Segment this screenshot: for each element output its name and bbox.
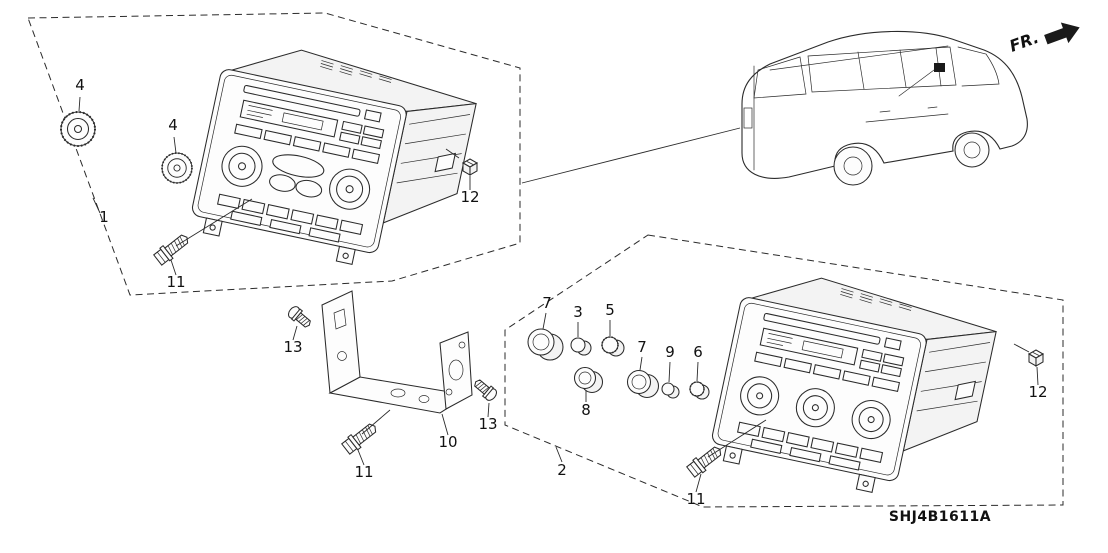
fr-direction-indicator: FR. (1007, 22, 1080, 56)
radio-location-marker (934, 63, 945, 72)
callout-11-a: 11 (166, 273, 185, 291)
button-part-6 (689, 381, 710, 400)
vehicle-leader-line (521, 127, 741, 184)
mounting-bracket-part-10 (321, 290, 473, 414)
fr-arrow-icon (1044, 22, 1080, 45)
vehicle-illustration (741, 30, 1028, 186)
button-part-7-a (527, 328, 564, 361)
callout-10: 10 (438, 433, 457, 451)
callout-4-b: 4 (168, 116, 178, 134)
diagram-code: SHJ4B1611A (889, 509, 991, 525)
callout-7-b: 7 (637, 338, 647, 356)
button-part-5 (601, 336, 625, 357)
button-part-9 (661, 382, 680, 399)
callout-3: 3 (573, 303, 583, 321)
clip-part-12-b (1028, 349, 1044, 367)
knob-part-4-b (161, 152, 193, 184)
fr-label: FR. (1007, 28, 1041, 56)
button-part-8 (573, 366, 604, 394)
callout-4-a: 4 (75, 76, 85, 94)
callout-13-b: 13 (478, 415, 497, 433)
callout-8: 8 (581, 401, 591, 419)
vehicle-front-wheel (954, 132, 990, 168)
screw-part-13-b (471, 376, 500, 403)
bolt-part-11-b (340, 419, 381, 456)
group-2-boundary (504, 234, 1064, 508)
audio-unit-1 (187, 34, 480, 284)
knob-part-4-a (60, 111, 96, 147)
vehicle-rear-wheel (833, 146, 873, 186)
screw-part-13-a (285, 304, 314, 331)
callout-13-a: 13 (283, 338, 302, 356)
leader-lines (78, 96, 1039, 493)
callout-11-b: 11 (354, 463, 373, 481)
audio-unit-2 (707, 262, 1000, 512)
button-part-7-b (626, 369, 660, 399)
callout-2: 2 (557, 461, 567, 479)
callout-7-a: 7 (542, 294, 552, 312)
bolt-part-11-c (685, 442, 726, 479)
callout-11-c: 11 (686, 490, 705, 508)
group-1-boundary (27, 12, 521, 296)
callout-9: 9 (665, 343, 675, 361)
callout-12-b: 12 (1028, 383, 1047, 401)
callout-12-a: 12 (460, 188, 479, 206)
callout-6: 6 (693, 343, 703, 361)
clip-part-12-a (462, 158, 478, 176)
callout-5: 5 (605, 301, 615, 319)
bolt-part-11-a (152, 230, 193, 267)
button-part-3 (570, 337, 592, 356)
callout-1: 1 (99, 208, 109, 226)
